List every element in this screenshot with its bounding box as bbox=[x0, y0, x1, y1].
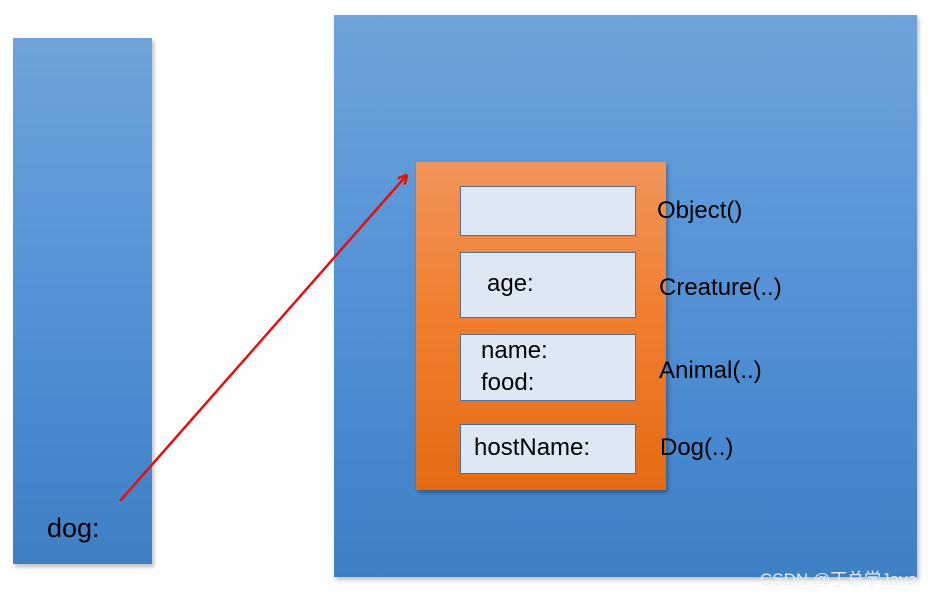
dog-variable-label: dog: bbox=[47, 513, 100, 543]
food-field-label: food: bbox=[481, 369, 535, 396]
object-constructor-label: Object() bbox=[657, 197, 743, 224]
dog-segment-box bbox=[460, 424, 636, 474]
watermark-text: CSDN @丁总学Java bbox=[760, 570, 918, 589]
dog-constructor-label: Dog(..) bbox=[660, 434, 734, 461]
animal-constructor-label: Animal(..) bbox=[659, 357, 762, 384]
stack-area bbox=[13, 38, 152, 564]
hostname-field-label: hostName: bbox=[474, 434, 591, 461]
object-segment-box bbox=[460, 186, 636, 236]
age-field-label: age: bbox=[487, 270, 534, 297]
name-field-label: name: bbox=[481, 337, 548, 364]
animal-segment-box bbox=[460, 334, 636, 401]
creature-segment-box bbox=[460, 252, 636, 318]
creature-constructor-label: Creature(..) bbox=[659, 274, 782, 301]
